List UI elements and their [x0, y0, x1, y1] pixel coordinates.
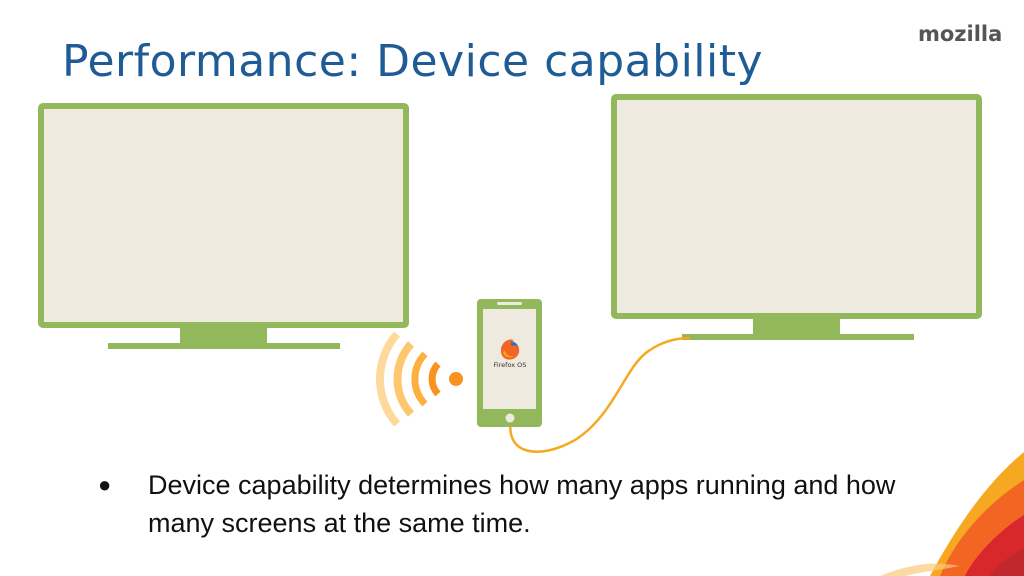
- monitor-icon: [614, 97, 979, 340]
- bullet-icon: ●: [98, 466, 148, 542]
- list-item: ● Device capability determines how many …: [98, 466, 918, 542]
- monitor-icon: [41, 106, 406, 349]
- bullet-text: Device capability determines how many ap…: [148, 466, 918, 542]
- bullet-list: ● Device capability determines how many …: [98, 466, 918, 542]
- phone-os-label: Firefox OS: [494, 361, 527, 369]
- wifi-signal-icon: [380, 334, 463, 424]
